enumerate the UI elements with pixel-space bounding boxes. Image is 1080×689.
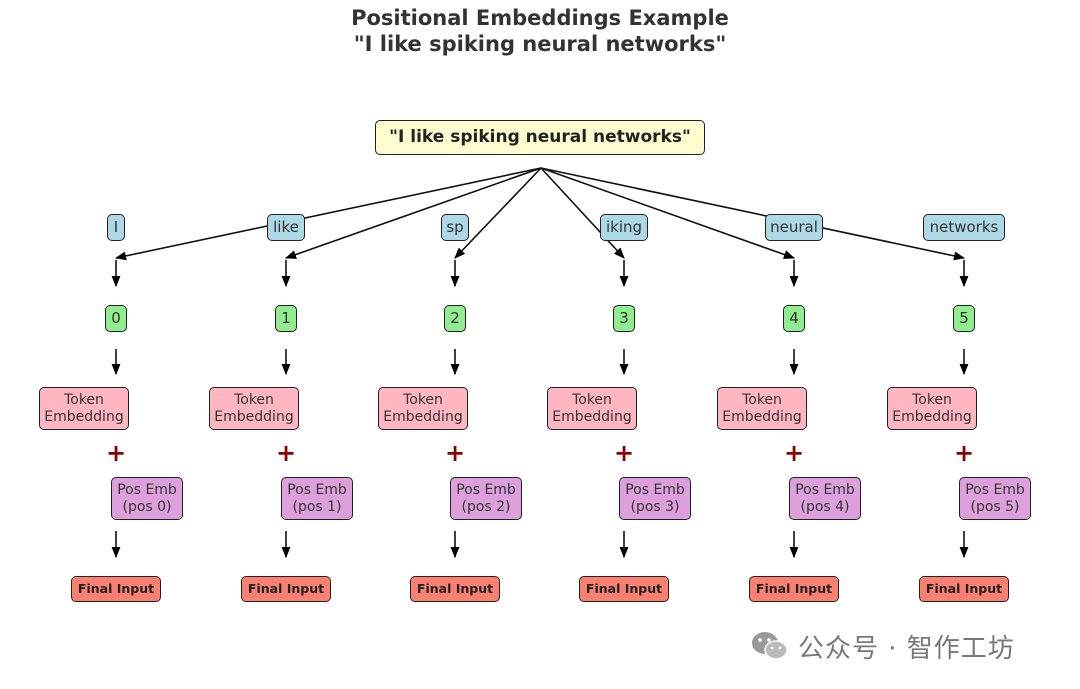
fan-arrow <box>454 167 542 259</box>
plus-sign: + <box>954 439 975 467</box>
watermark: 公众号 · 智作工坊 <box>750 626 1015 666</box>
final-input-box: Final Input <box>71 576 161 602</box>
token-box: like <box>267 214 305 241</box>
positional-embedding-box: Pos Emb (pos 2) <box>450 477 522 520</box>
token-embedding-box: Token Embedding <box>887 387 977 430</box>
position-index-box: 3 <box>613 305 635 332</box>
fan-arrow <box>540 167 966 261</box>
fan-arrow <box>540 167 796 259</box>
token-embedding-box: Token Embedding <box>717 387 807 430</box>
token-box: networks <box>923 214 1005 241</box>
token-box: I <box>107 214 125 241</box>
position-index-box: 5 <box>953 305 975 332</box>
position-index-box: 2 <box>444 305 466 332</box>
token-box: iking <box>600 214 648 241</box>
final-input-box: Final Input <box>579 576 669 602</box>
positional-embedding-box: Pos Emb (pos 0) <box>111 477 183 520</box>
plus-sign: + <box>614 439 635 467</box>
token-embedding-box: Token Embedding <box>547 387 637 430</box>
fan-arrow <box>284 167 542 259</box>
fan-arrow <box>114 167 542 261</box>
positional-embedding-box: Pos Emb (pos 4) <box>789 477 861 520</box>
token-embedding-box: Token Embedding <box>209 387 299 430</box>
position-index-box: 1 <box>275 305 297 332</box>
plus-sign: + <box>445 439 466 467</box>
token-box: sp <box>441 214 469 241</box>
token-box: neural <box>765 214 823 241</box>
positional-embedding-box: Pos Emb (pos 3) <box>619 477 691 520</box>
final-input-box: Final Input <box>919 576 1009 602</box>
plus-sign: + <box>784 439 805 467</box>
positional-embedding-box: Pos Emb (pos 1) <box>281 477 353 520</box>
token-embedding-box: Token Embedding <box>378 387 468 430</box>
diagram-title-line2: "I like spiking neural networks" <box>353 32 727 56</box>
wechat-logo-icon <box>752 632 788 660</box>
position-index-box: 4 <box>783 305 805 332</box>
final-input-box: Final Input <box>410 576 500 602</box>
final-input-box: Final Input <box>241 576 331 602</box>
watermark-text: 公众号 · 智作工坊 <box>798 633 1015 664</box>
token-embedding-box: Token Embedding <box>39 387 129 430</box>
plus-sign: + <box>276 439 297 467</box>
sentence-box: "I like spiking neural networks" <box>375 120 705 155</box>
diagram-title-line1: Positional Embeddings Example <box>351 6 729 30</box>
position-index-box: 0 <box>105 305 127 332</box>
positional-embedding-box: Pos Emb (pos 5) <box>959 477 1031 520</box>
plus-sign: + <box>106 439 127 467</box>
final-input-box: Final Input <box>749 576 839 602</box>
fan-arrow <box>540 167 625 259</box>
